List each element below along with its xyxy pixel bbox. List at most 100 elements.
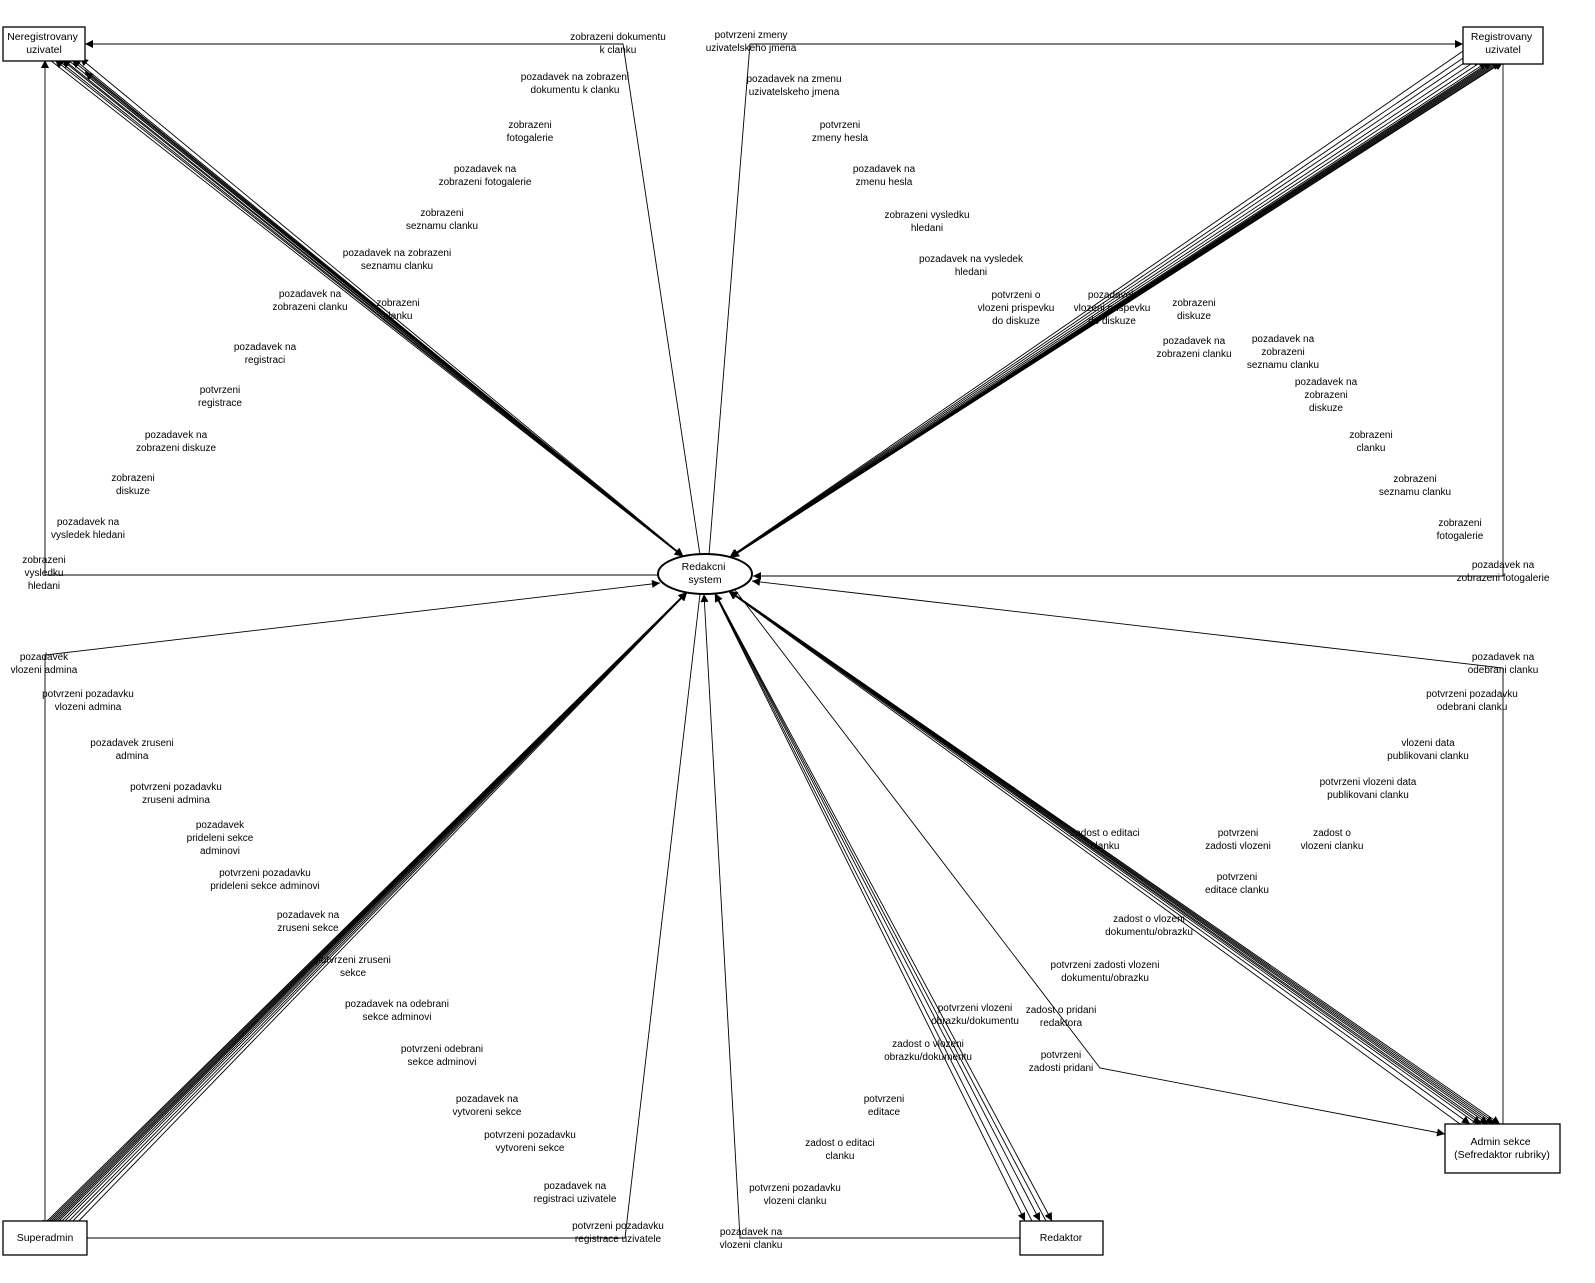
flow-label-line: zobrazeni	[1172, 298, 1215, 309]
flow-label-line: pozadavek na	[234, 342, 297, 353]
node-neregistrovany-uzivatel[interactable]: Neregistrovany uzivatel	[2, 26, 86, 62]
flow-label-line: potvrzeni	[200, 385, 241, 396]
flow-label-line: potvrzeni odebrani	[401, 1044, 483, 1055]
flow-label-line: editace clanku	[1205, 885, 1269, 896]
flow-arrow-neregistrovany	[49, 59, 683, 557]
flow-label-line: zobrazeni dokumentu	[570, 32, 666, 43]
flow-arrow-admin_sekce	[728, 590, 1461, 1125]
flow-label-line: potvrzeni zruseni	[315, 955, 391, 966]
node-admin-sekce[interactable]: Admin sekce (Sefredaktor rubriky)	[1444, 1123, 1561, 1174]
flow-label-line: pozadavek	[1088, 290, 1137, 301]
flow-label-line: pozadavek zruseni	[90, 738, 173, 749]
flow-arrow-superadmin	[61, 592, 688, 1229]
flow-arrow-neregistrovany	[41, 60, 657, 576]
flow-label-line: potvrzeni pozadavku	[130, 782, 222, 793]
flow-label-line: hledani	[955, 267, 987, 278]
flow-label-registrovany: zobrazeni vysledku hledani	[884, 210, 969, 234]
flow-label-line: diskuze	[1177, 311, 1211, 322]
flow-label-line: publikovani clanku	[1387, 751, 1469, 762]
flow-label-line: pozadavek na zmenu	[746, 74, 841, 85]
node-superadmin[interactable]: Superadmin	[2, 1220, 88, 1256]
flow-label-line: registraci	[245, 355, 286, 366]
flow-label-line: redaktora	[1040, 1018, 1083, 1029]
flow-label-line: potvrzeni	[820, 120, 861, 131]
flow-label-neregistrovany: pozadavek na registraci	[234, 342, 297, 366]
node-label-line: uzivatel	[1485, 44, 1521, 56]
flow-label-line: zobrazeni fotogalerie	[439, 177, 532, 188]
flow-label-line: zadost o	[1313, 828, 1351, 839]
flow-label-line: zobrazeni diskuze	[136, 443, 216, 454]
node-redaktor[interactable]: Redaktor	[1019, 1220, 1104, 1256]
node-label-line: Redaktor	[1040, 1232, 1083, 1244]
flow-arrow-superadmin	[72, 593, 701, 1242]
node-redakcni-system[interactable]: Redakcni system	[657, 553, 753, 595]
flow-label-registrovany: potvrzeni zmeny hesla	[812, 120, 869, 144]
flow-arrow-neregistrovany	[85, 40, 701, 556]
flow-label-line: vlozeni admina	[55, 702, 122, 713]
flow-arrow-superadmin	[57, 592, 688, 1229]
flow-arrow-superadmin	[65, 592, 688, 1229]
flow-label-line: publikovani clanku	[1327, 790, 1409, 801]
flow-label-line: dokumentu/obrazku	[1105, 927, 1193, 938]
flow-label-line: vlozeni clanku	[764, 1196, 827, 1207]
node-label-line: Redakcni	[682, 561, 726, 573]
node-registrovany-uzivatel[interactable]: Registrovany uzivatel	[1462, 26, 1544, 65]
flow-label-line: uzivatelskeho jmena	[706, 43, 797, 54]
flow-label-line: vlozeni prispevku	[1074, 303, 1151, 314]
flow-label-line: registraci uzivatele	[534, 1194, 617, 1205]
flow-label-line: zadosti vlozeni	[1205, 841, 1271, 852]
flow-label-line: obrazku/dokumentu	[931, 1016, 1019, 1027]
flow-label-line: hledani	[911, 223, 943, 234]
flow-label-line: zadost o editaci	[805, 1138, 875, 1149]
flow-label-line: registrace uzivatele	[575, 1234, 662, 1245]
flow-label-line: pozadavek na	[454, 164, 517, 175]
flow-label-line: potvrzeni pozadavku	[484, 1130, 576, 1141]
flow-label-line: fotogalerie	[507, 133, 554, 144]
flow-label-line: zadost o vlozeni	[892, 1039, 964, 1050]
flow-label-line: zruseni admina	[142, 795, 210, 806]
flow-label-line: zobrazeni clanku	[1156, 349, 1231, 360]
flow-label-registrovany: zobrazeni diskuze	[1172, 298, 1215, 322]
flow-label-line: pozadavek	[20, 652, 69, 663]
flow-arrow-registrovany	[730, 57, 1481, 558]
flow-arrow-redaktor	[714, 593, 1033, 1222]
flow-label-line: sekce	[340, 968, 367, 979]
flow-label-line: potvrzeni pozadavku	[1426, 689, 1518, 700]
flow-label-superadmin: potvrzeni pozadavku zruseni admina	[130, 782, 222, 806]
flow-arrow-redaktor	[700, 593, 1020, 1239]
flow-label-line: zmeny hesla	[812, 133, 869, 144]
flow-label-line: vlozeni prispevku	[978, 303, 1055, 314]
flow-label-line: potvrzeni vlozeni data	[1320, 777, 1417, 788]
flow-label-line: vlozeni admina	[11, 665, 78, 676]
flow-label-line: diskuze	[1309, 403, 1343, 414]
flow-label-line: zobrazeni clanku	[272, 302, 347, 313]
flow-label-line: vlozeni clanku	[1301, 841, 1364, 852]
flow-label-line: potvrzeni zmeny	[715, 30, 788, 41]
flow-label-line: pozadavek na	[1295, 377, 1358, 388]
flow-arrow-redaktor	[715, 593, 1053, 1222]
flow-label-line: potvrzeni o	[992, 290, 1041, 301]
flow-label-line: zobrazeni vysledku	[884, 210, 969, 221]
flow-label-line: potvrzeni pozadavku	[572, 1221, 664, 1232]
flow-label-line: vysledek hledani	[51, 530, 125, 541]
flow-label-line: pozadavek na	[57, 517, 120, 528]
flow-arrow-registrovany	[729, 54, 1477, 558]
flow-label-line: fotogalerie	[1437, 531, 1484, 542]
